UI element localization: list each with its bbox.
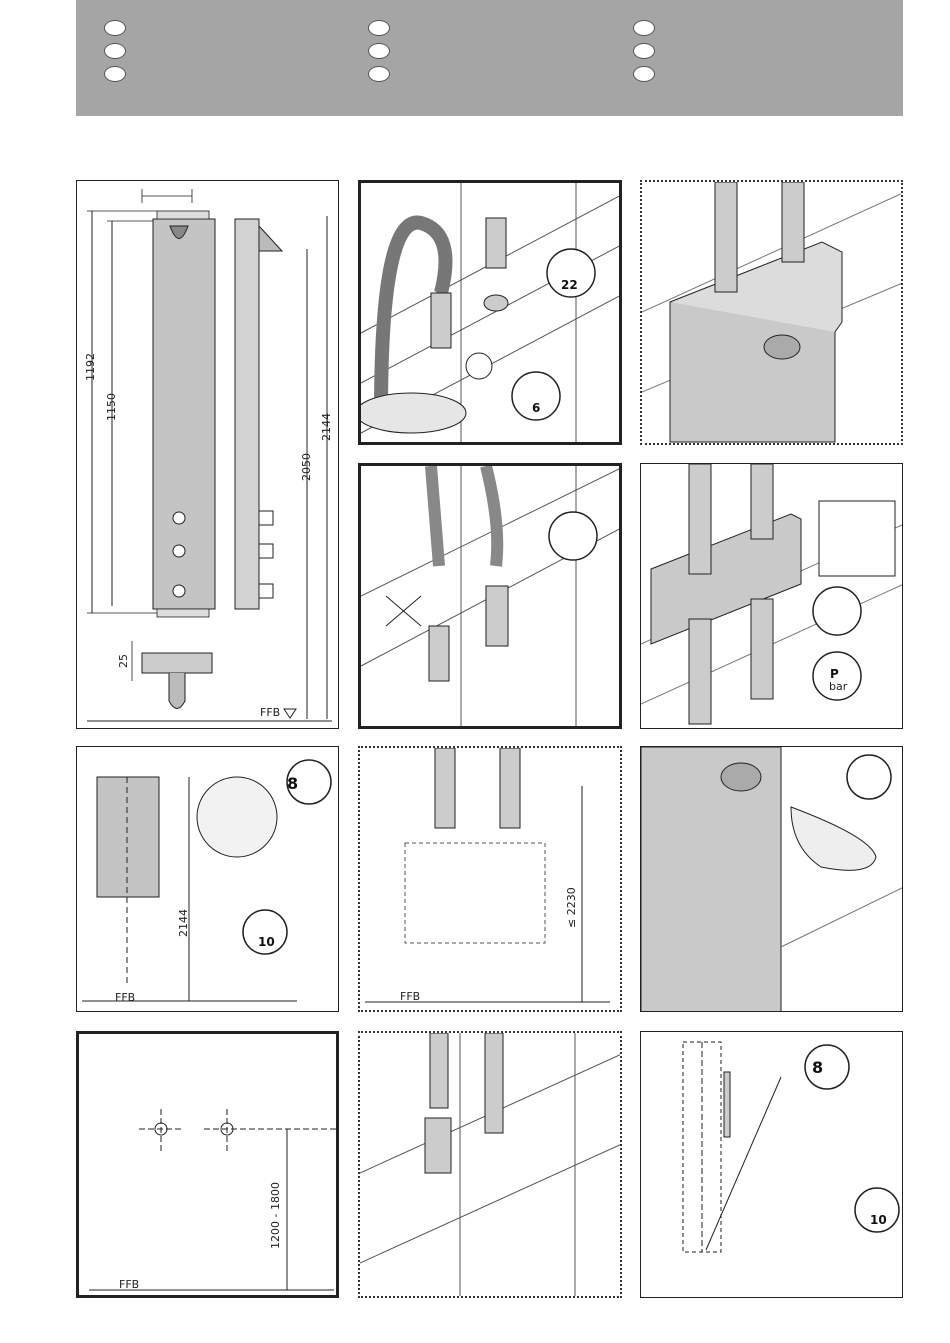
hose-connection-drawing: 22 6 (361, 183, 622, 445)
hose-connection-panel: 22 6 (358, 180, 622, 445)
dim-1150: 1150 (105, 393, 118, 421)
dim-25: 25 (117, 654, 130, 668)
language-oval (368, 66, 390, 82)
wrench-size-22: 22 (561, 278, 578, 292)
wrench-size: 10 (870, 1213, 887, 1227)
floor-label: FFB (115, 991, 135, 1004)
height-2144: 2144 (177, 909, 190, 937)
floor-label: FFB (400, 990, 420, 1003)
language-oval (633, 43, 655, 59)
language-oval (633, 20, 655, 36)
drill-size: 8 (812, 1058, 823, 1077)
height-limit-drawing: ≤ 2230 FFB (360, 748, 622, 1012)
wall-marks-panel: 1200 - 1800 FFB (76, 1031, 339, 1298)
floor-label: FFB (260, 706, 280, 719)
language-oval (104, 20, 126, 36)
language-oval (368, 20, 390, 36)
language-oval (104, 66, 126, 82)
valves-panel (358, 1031, 622, 1298)
dim-1192: 1192 (84, 353, 97, 381)
floor-label: FFB (119, 1278, 139, 1291)
mount-bracket-drawing: 8 10 2144 FFB (77, 747, 339, 1012)
pressure-check-panel: P bar (640, 463, 903, 729)
hose-tighten-drawing (361, 466, 622, 729)
dimensions-panel: 1192 1150 2050 2144 25 FFB (76, 180, 339, 729)
language-header (76, 0, 903, 116)
dim-2050: 2050 (300, 453, 313, 481)
wrench-size: 10 (258, 935, 275, 949)
language-oval (368, 43, 390, 59)
language-column-3 (633, 20, 655, 89)
mount-bracket-panel: 8 10 2144 FFB (76, 746, 339, 1012)
knob-mount-panel (640, 746, 903, 1012)
drill-size: 8 (287, 774, 298, 793)
language-oval (104, 43, 126, 59)
hose-tighten-panel (358, 463, 622, 729)
dim-2144: 2144 (320, 413, 333, 441)
height-limit-panel: ≤ 2230 FFB (358, 746, 622, 1012)
pressure-symbol: P (830, 667, 839, 681)
wall-marks-drawing: 1200 - 1800 FFB (79, 1034, 339, 1298)
rotate-connection-drawing (642, 182, 903, 445)
final-mount-drawing: 8 10 (641, 1032, 903, 1298)
max-height: ≤ 2230 (565, 887, 578, 928)
wrench-size-6: 6 (532, 401, 540, 415)
pressure-unit: bar (829, 680, 848, 693)
height-range: 1200 - 1800 (269, 1182, 282, 1249)
dimensions-drawing: 1192 1150 2050 2144 25 FFB (77, 181, 339, 729)
language-column-1 (104, 20, 126, 89)
language-oval (633, 66, 655, 82)
pressure-check-drawing: P bar (641, 464, 903, 729)
final-mount-panel: 8 10 (640, 1031, 903, 1298)
knob-mount-drawing (641, 747, 903, 1012)
language-column-2 (368, 20, 390, 89)
rotate-connection-panel (640, 180, 903, 445)
valves-drawing (360, 1033, 622, 1298)
